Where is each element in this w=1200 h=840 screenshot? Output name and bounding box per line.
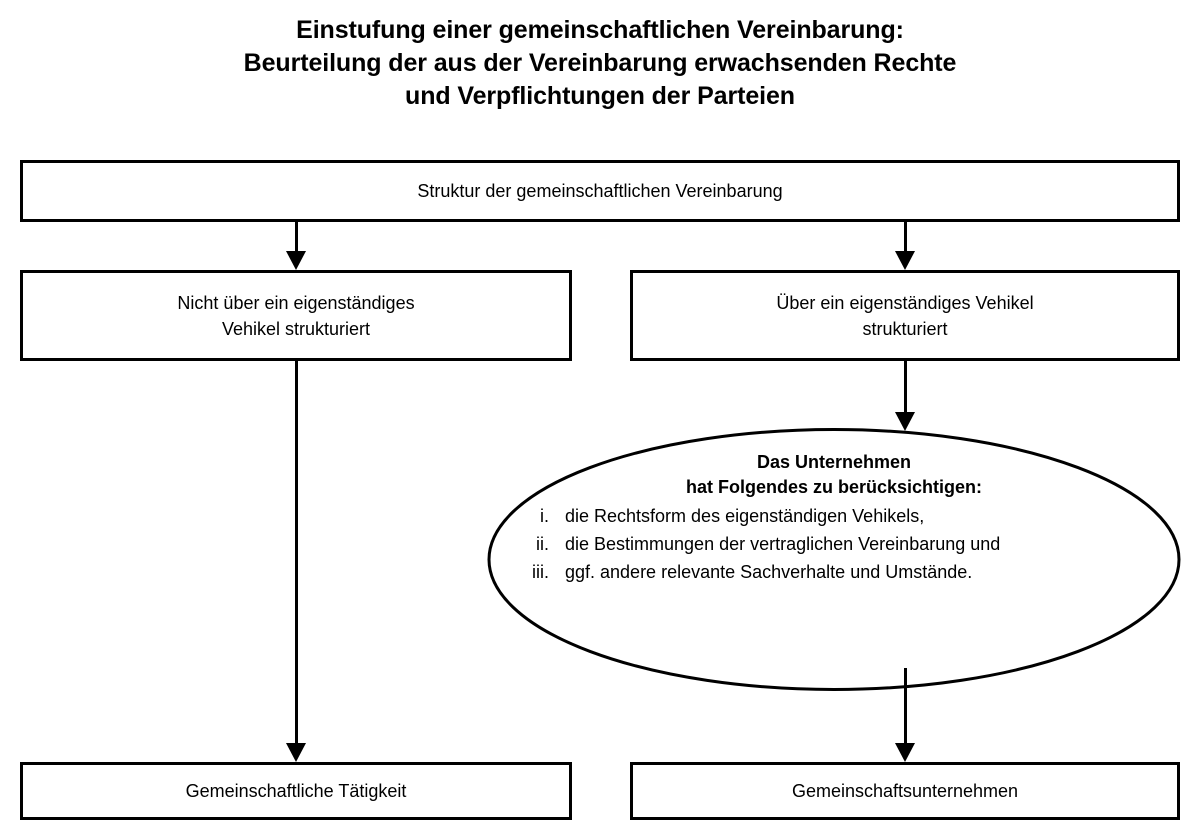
ellipse-content: Das Unternehmen hat Folgendes zu berücks… <box>487 450 1181 586</box>
arrow-head-icon <box>895 412 915 431</box>
node-structure-of-arrangement: Struktur der gemeinschaftlichen Vereinba… <box>20 160 1180 222</box>
list-item-text: die Bestimmungen der vertraglichen Verei… <box>565 534 1001 554</box>
list-item-numeral: ii. <box>536 534 549 554</box>
node-not-vehicle-line-2: Vehikel strukturiert <box>221 318 371 339</box>
arrow-stem <box>903 361 907 413</box>
node-considerations-ellipse: Das Unternehmen hat Folgendes zu berücks… <box>487 428 1181 691</box>
arrow-stem <box>903 668 907 744</box>
list-item-text: ggf. andere relevante Sachverhalte und U… <box>565 562 973 582</box>
arrow-stem <box>294 222 298 252</box>
title-line-2: Beurteilung der aus der Vereinbarung erw… <box>243 49 957 77</box>
title-line-1: Einstufung einer gemeinschaftlichen Vere… <box>296 16 904 44</box>
list-item: ii. die Bestimmungen der vertraglichen V… <box>487 530 1181 558</box>
list-item-numeral: iii. <box>532 562 549 582</box>
list-item: i. die Rechtsform des eigenständigen Veh… <box>487 502 1181 530</box>
arrow-head-icon <box>286 251 306 270</box>
arrow-head-icon <box>895 251 915 270</box>
node-not-structured-through-vehicle: Nicht über ein eigenständiges Vehikel st… <box>20 270 572 361</box>
list-item-text: die Rechtsform des eigenständigen Vehike… <box>565 506 925 526</box>
arrow-head-icon <box>895 743 915 762</box>
node-vehicle-line-1: Über ein eigenständiges Vehikel <box>776 292 1034 313</box>
ellipse-heading-line-1: Das Unternehmen <box>756 452 912 472</box>
arrow-head-icon <box>286 743 306 762</box>
node-joint-operation-label: Gemeinschaftliche Tätigkeit <box>185 781 407 801</box>
node-not-vehicle-line-1: Nicht über ein eigenständiges <box>177 292 415 313</box>
node-vehicle-line-2: strukturiert <box>862 318 948 339</box>
page-title: Einstufung einer gemeinschaftlichen Vere… <box>0 14 1200 113</box>
list-item-numeral: i. <box>540 506 549 526</box>
ellipse-heading-line-2: hat Folgendes zu berücksichtigen: <box>685 477 983 497</box>
arrow-stem <box>294 361 298 744</box>
arrow-stem <box>903 222 907 252</box>
ellipse-outline <box>487 428 1181 691</box>
list-item: iii. ggf. andere relevante Sachverhalte … <box>487 558 1181 586</box>
node-joint-venture-label: Gemeinschaftsunternehmen <box>791 781 1019 801</box>
node-vehicle-text: Über ein eigenständiges Vehikel struktur… <box>776 290 1033 342</box>
node-structure-label: Struktur der gemeinschaftlichen Vereinba… <box>417 181 783 201</box>
node-joint-operation: Gemeinschaftliche Tätigkeit <box>20 762 572 820</box>
title-line-3: und Verpflichtungen der Parteien <box>405 82 795 110</box>
node-not-vehicle-text: Nicht über ein eigenständiges Vehikel st… <box>177 290 414 342</box>
node-structured-through-vehicle: Über ein eigenständiges Vehikel struktur… <box>630 270 1180 361</box>
considerations-list: i. die Rechtsform des eigenständigen Veh… <box>487 502 1181 586</box>
node-joint-venture: Gemeinschaftsunternehmen <box>630 762 1180 820</box>
